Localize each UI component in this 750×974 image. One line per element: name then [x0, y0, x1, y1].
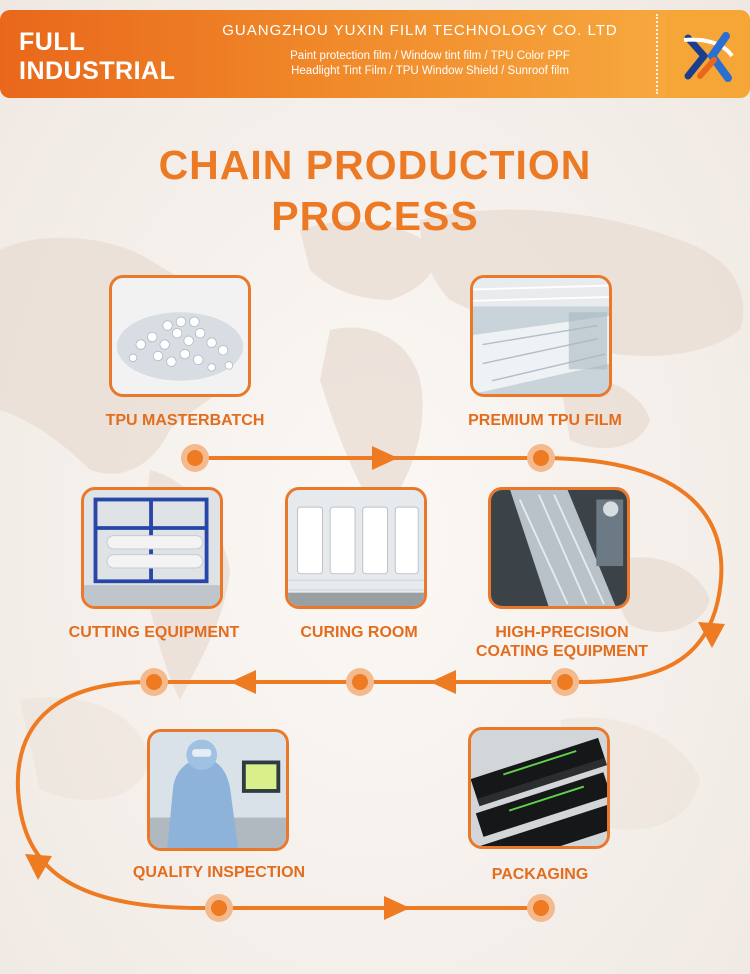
inspection-photo [147, 729, 289, 851]
arrow-left-icon [430, 670, 456, 694]
arrow-right-icon [384, 896, 410, 920]
tpu-pellets-photo [109, 275, 251, 397]
coating-label-line-1: HIGH-PRECISION [495, 624, 629, 641]
perforation-divider [656, 14, 658, 94]
flow-nodes [140, 444, 579, 922]
packaging-photo [468, 727, 610, 849]
title-line-2: PROCESS [271, 193, 479, 239]
brand-title: FULL INDUSTRIAL [19, 28, 175, 86]
cutting-machine-photo [81, 487, 223, 609]
step-label-premium-tpu-film: PREMIUM TPU FILM [468, 412, 622, 429]
step-label-packaging: PACKAGING [491, 866, 589, 883]
step-label-cutting-equipment: CUTTING EQUIPMENT [68, 624, 240, 641]
arrow-left-icon [230, 670, 256, 694]
step-label-curing-room: CURING ROOM [300, 624, 418, 641]
step-label-tpu-masterbatch: TPU MASTERBATCH [105, 412, 265, 429]
arrow-right-icon [372, 446, 398, 470]
arrow-down-icon [698, 622, 725, 648]
arrow-down-icon [25, 854, 52, 880]
product-list: Paint protection film / Window tint film… [230, 49, 630, 79]
company-name: GUANGZHOU YUXIN FILM TECHNOLOGY CO. LTD [222, 22, 618, 39]
yx-logo-icon [683, 32, 734, 82]
film-factory-photo [470, 275, 612, 397]
curing-room-photo [285, 487, 427, 609]
step-label-quality-inspection: QUALITY INSPECTION [132, 864, 306, 881]
coating-machine-photo [488, 487, 630, 609]
page-title: CHAIN PRODUCTION PROCESS [0, 140, 750, 242]
brand-line-1: FULL [19, 28, 85, 56]
product-list-line-2: Headlight Tint Film / TPU Window Shield … [291, 65, 569, 77]
step-label-coating-equipment: HIGH-PRECISION COATING EQUIPMENT [464, 623, 660, 661]
header-banner: FULL INDUSTRIAL GUANGZHOU YUXIN FILM TEC… [0, 10, 750, 98]
product-list-line-1: Paint protection film / Window tint film… [290, 50, 570, 62]
title-line-1: CHAIN PRODUCTION [158, 142, 592, 188]
logo-panel [666, 10, 750, 98]
coating-label-line-2: COATING EQUIPMENT [475, 643, 649, 660]
brand-line-2: INDUSTRIAL [19, 57, 176, 85]
